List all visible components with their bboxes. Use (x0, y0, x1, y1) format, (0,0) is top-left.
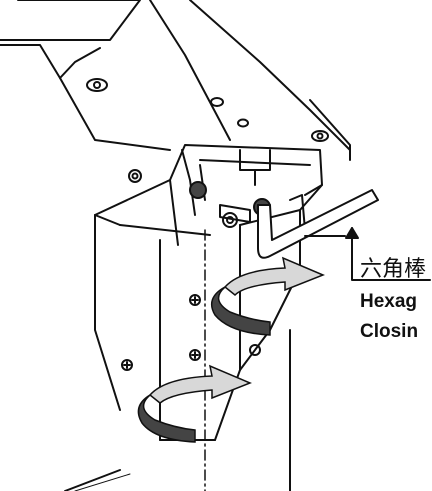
hex-wrench-icon (257, 189, 379, 259)
callout-label-en-line2: Closin (360, 321, 419, 342)
callout-leader (304, 227, 431, 281)
floor-line (64, 469, 131, 491)
rotation-arrow-icon (210, 256, 325, 336)
bracket-body (94, 144, 323, 441)
rotation-arrow-icon (137, 364, 252, 443)
center-line (204, 229, 291, 491)
upper-frame (0, 0, 351, 161)
callout-label-jp: 六角棒 (360, 257, 427, 282)
callout-label-en-line1: Hexag (360, 291, 418, 312)
